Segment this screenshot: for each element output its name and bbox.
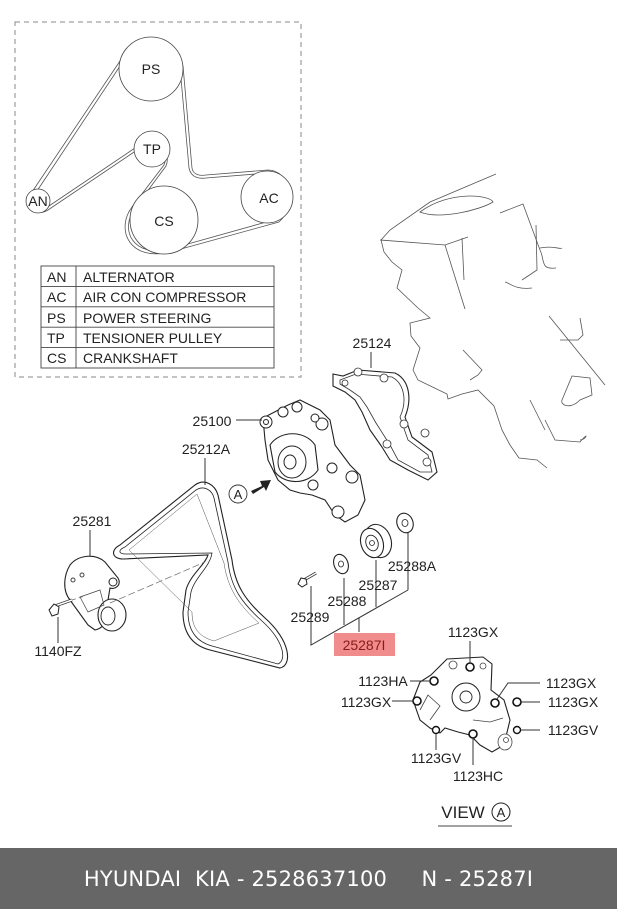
callout-25288: 25288	[328, 593, 367, 609]
legend-code: PS	[47, 310, 66, 326]
callout-25287I[interactable]: 25287I	[343, 637, 386, 653]
pulley-an: AN	[25, 188, 51, 214]
arrow-icon	[251, 480, 271, 494]
pulley-25287	[359, 523, 393, 559]
pulley-an-label: AN	[28, 193, 47, 209]
legend-code: TP	[47, 330, 65, 346]
tensioner-25281: 25281 1140FZ	[34, 513, 206, 659]
callout-25100: 25100	[193, 413, 232, 429]
belt-25212A: 25212A	[113, 441, 288, 669]
view-a-marker: A	[234, 487, 243, 502]
callout-25212A: 25212A	[182, 441, 231, 457]
view-a-inset: 1123GX 1123HA 1123GX 1123GX 1123GX 1123G…	[341, 624, 599, 827]
pulley-ac-label: AC	[259, 190, 278, 206]
pulley-cs-label: CS	[154, 213, 173, 229]
kit-highlight	[334, 633, 395, 656]
gasket-25124: 25124	[332, 335, 438, 481]
legend-row: PS POWER STEERING	[47, 310, 211, 326]
callout-1123GX-right-upper: 1123GX	[546, 675, 597, 691]
pulley-cs: CS	[129, 185, 199, 255]
view-a-arrow: A	[228, 480, 271, 504]
footer-brand: HYUNDAI KIA	[83, 866, 230, 891]
pulley-ps: PS	[118, 36, 184, 102]
callout-25287: 25287	[359, 577, 398, 593]
callout-1140FZ: 1140FZ	[34, 643, 82, 659]
callout-1123HA: 1123HA	[358, 673, 408, 689]
idler-kit-25287I: 25288A 25287 25288 25289 25287I	[291, 512, 437, 656]
view-a-title-circle	[491, 802, 511, 822]
legend-row: TP TENSIONER PULLEY	[47, 330, 223, 346]
legend-name: CRANKSHAFT	[83, 350, 178, 366]
view-a-title-marker: A	[497, 805, 506, 820]
alignment-dashline	[109, 561, 206, 604]
callout-1123HC: 1123HC	[453, 768, 503, 784]
footer-n-code: 25287I	[458, 866, 534, 891]
bolt-25289	[297, 571, 317, 588]
bolt-1140FZ: 1140FZ	[34, 595, 86, 659]
legend-code: CS	[47, 350, 66, 366]
water-pump-25100: 25100	[193, 399, 366, 523]
legend-row: AC AIR CON COMPRESSOR	[47, 289, 246, 305]
pulley-tp: TP	[133, 130, 171, 168]
callout-25124: 25124	[353, 335, 392, 351]
legend-name: POWER STEERING	[83, 310, 211, 326]
legend-code: AC	[47, 289, 66, 305]
legend-row: CS CRANKSHAFT	[47, 350, 178, 366]
view-a-marker-circle	[228, 484, 248, 504]
inset-frame	[14, 21, 302, 378]
callout-1123GV-right: 1123GV	[548, 722, 599, 738]
footer-sep-1: -	[229, 866, 252, 891]
footer-part-number: 2528637100	[251, 866, 388, 891]
pulley-tp-label: TP	[143, 141, 161, 157]
legend-name: AIR CON COMPRESSOR	[83, 289, 246, 305]
callout-25289: 25289	[291, 609, 330, 625]
pulley-ps-label: PS	[142, 61, 161, 77]
callout-1123GX-left: 1123GX	[341, 694, 392, 710]
engine-block-outline	[379, 173, 606, 469]
legend-table: AN ALTERNATOR AC AIR CON COMPRESSOR PS P…	[40, 265, 275, 369]
callout-1123GX-top: 1123GX	[448, 624, 499, 640]
pulley-ac: AC	[240, 170, 294, 224]
legend-name: ALTERNATOR	[83, 269, 175, 285]
footer-n-prefix: N	[421, 866, 438, 891]
view-a-title: VIEW	[441, 803, 484, 822]
legend-row: AN ALTERNATOR	[47, 269, 175, 285]
callout-25288A: 25288A	[388, 558, 437, 574]
callout-1123GV-bottom: 1123GV	[411, 750, 462, 766]
part-number-footer: HYUNDAI KIA - 2528637100 N - 25287I	[0, 848, 617, 909]
callout-25281: 25281	[73, 513, 112, 529]
footer-sep-2: -	[437, 866, 459, 891]
parts-diagram: PS TP AN CS AC AN ALTERNATO	[14, 21, 606, 827]
legend-code: AN	[47, 269, 66, 285]
legend-name: TENSIONER PULLEY	[83, 330, 223, 346]
belt-layout-inset: PS TP AN CS AC AN ALTERNATO	[14, 21, 302, 378]
callout-1123GX-right: 1123GX	[548, 694, 599, 710]
